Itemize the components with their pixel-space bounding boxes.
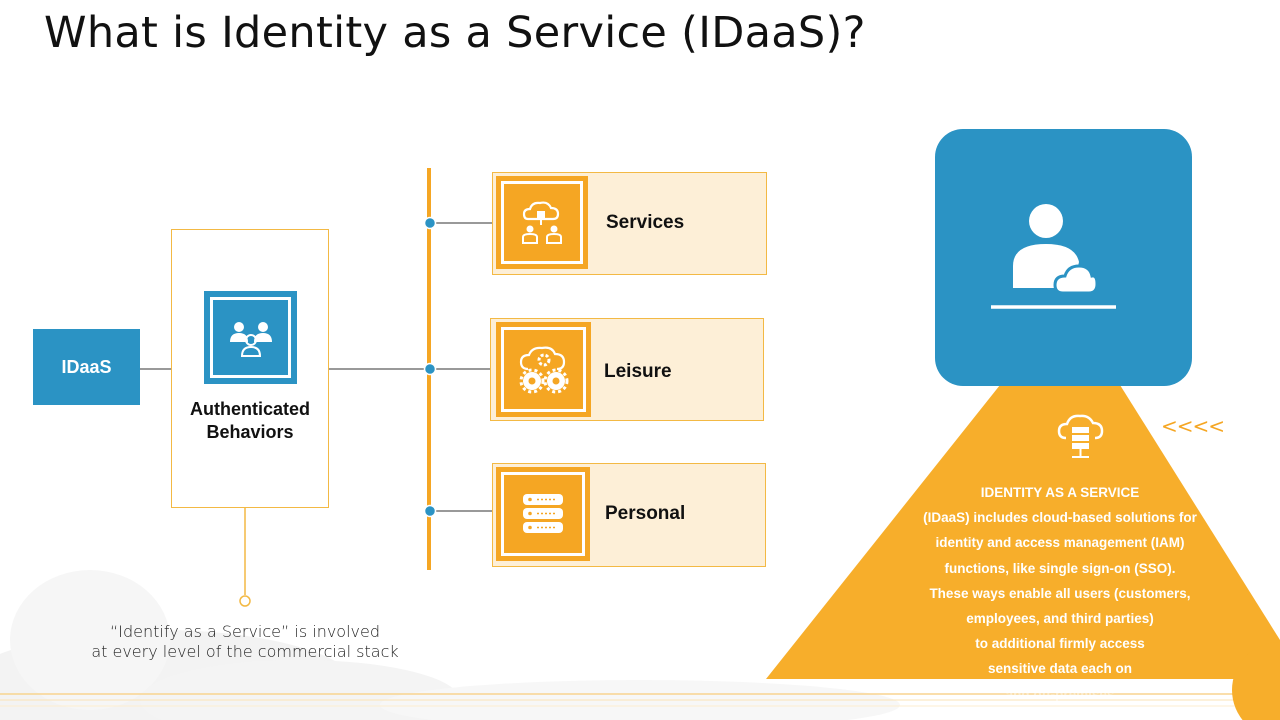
authenticated-behaviors-tile	[204, 291, 297, 384]
cloud-server-icon	[1057, 414, 1104, 458]
user-group-icon	[229, 321, 272, 357]
callout-line: sensitive data each on	[987, 661, 1133, 677]
callout-line: employees, and third parties)	[966, 611, 1154, 627]
services-label: Services	[606, 212, 685, 233]
callout-line: identity and access management (IAM)	[935, 535, 1185, 551]
callout-text: IDENTITY AS A SERVICE (IDaaS) includes c…	[905, 480, 1215, 707]
leisure-label: Leisure	[604, 361, 672, 382]
cloud-users-icon	[522, 200, 562, 244]
cloud-gears-icon	[519, 346, 568, 393]
callout-line: and off-premises	[1005, 686, 1115, 702]
identity-card	[935, 129, 1192, 386]
personal-label: Personal	[605, 503, 686, 524]
authenticated-behaviors-label: Authenticated Behaviors	[171, 398, 329, 444]
auth-label-line1: Authenticated	[189, 399, 310, 419]
quote-text: “Identify as a Service” is involved at e…	[70, 622, 420, 662]
leisure-tile	[496, 322, 591, 417]
quote-line1: “Identify as a Service” is involved	[109, 622, 381, 641]
auth-label-line2: Behaviors	[206, 422, 294, 442]
callout-line: functions, like single sign-on (SSO).	[944, 560, 1176, 576]
user-cloud-icon	[991, 204, 1116, 309]
quote-line2: at every level of the commercial stack	[91, 642, 399, 661]
idaas-root-box: IDaaS	[33, 329, 140, 405]
callout-line: IDENTITY AS A SERVICE	[980, 485, 1140, 500]
callout-line: These ways enable all users (customers,	[929, 585, 1191, 601]
services-tile	[496, 176, 588, 269]
callout-line: to additional firmly access	[975, 636, 1145, 652]
page-title: What is Identity as a Service (IDaaS)?	[44, 8, 866, 58]
server-rack-icon	[523, 494, 563, 533]
chevrons-left-icon: <<<<	[1161, 414, 1225, 438]
personal-tile	[496, 467, 590, 561]
callout-line: (IDaaS) includes cloud-based solutions f…	[923, 510, 1197, 526]
